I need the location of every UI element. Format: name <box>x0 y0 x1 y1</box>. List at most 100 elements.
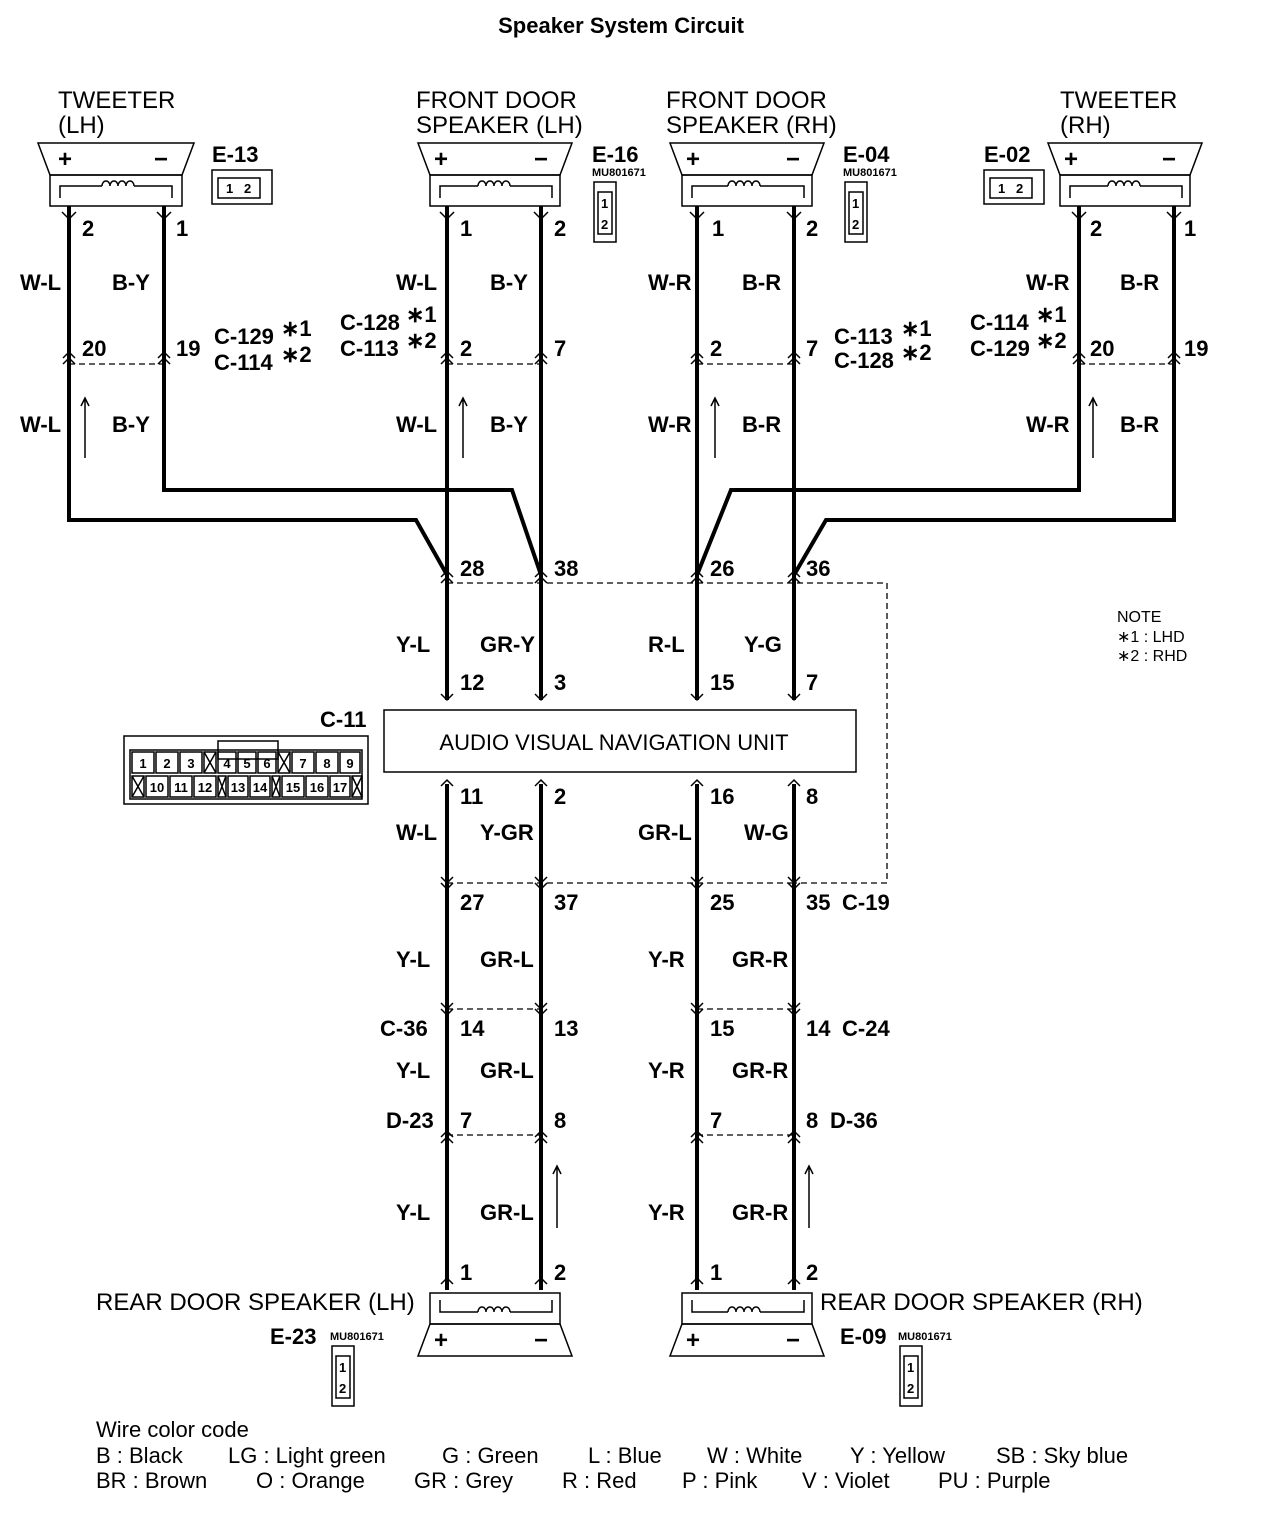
connector-label: C-129 <box>214 324 274 349</box>
tweeter-lh-label-2: (LH) <box>58 112 105 139</box>
connector-pin-number: 9 <box>346 756 353 771</box>
wire-color: GR-L <box>638 820 692 845</box>
footnote-mark: ∗1 <box>281 316 312 341</box>
connector-cell <box>193 775 217 798</box>
pin-label: 16 <box>710 784 734 809</box>
wire-color: W-G <box>744 820 789 845</box>
connector-cell <box>291 751 315 774</box>
tweeter-lh-label-1: TWEETER <box>58 87 175 114</box>
legend-entry: GR : Grey <box>414 1468 513 1493</box>
wire-color: B-Y <box>112 412 150 437</box>
wire <box>695 206 1081 576</box>
connector-outline <box>123 735 369 805</box>
connector-label: E-09 <box>840 1324 886 1349</box>
coil-icon <box>439 180 553 198</box>
wire-color: Y-R <box>648 1200 685 1225</box>
pin-label: 1 <box>1184 216 1196 241</box>
tweeter-rh-label-2: (RH) <box>1060 112 1111 139</box>
wire-color: B-Y <box>490 270 528 295</box>
connector-label: C-128 <box>340 310 400 335</box>
pin-label: 2 <box>82 216 94 241</box>
pin-label: 2 <box>806 1260 818 1285</box>
wire-color: Y-R <box>648 947 685 972</box>
pin-label: 15 <box>710 1016 734 1041</box>
connector-cell <box>257 751 277 774</box>
pin-label: 20 <box>82 336 106 361</box>
connector-pin-number: 1 <box>139 756 146 771</box>
wire-color: GR-R <box>732 947 788 972</box>
pin-label: 2 <box>1090 216 1102 241</box>
connector-marks <box>440 778 801 1285</box>
pin-label: 12 <box>460 670 484 695</box>
pin-label: 15 <box>710 670 734 695</box>
connector-pin-number: 10 <box>150 780 164 795</box>
connector-pin-number: 12 <box>198 780 212 795</box>
wire-color: Y-G <box>744 632 782 657</box>
connector-pin-number: 3 <box>187 756 194 771</box>
pin-label: 8 <box>806 784 818 809</box>
wire-color: R-L <box>648 632 685 657</box>
legend-entry: V : Violet <box>802 1468 890 1493</box>
pin-label: 14 <box>806 1016 831 1041</box>
front-door-speaker-rh: FRONT DOOR SPEAKER (RH) + − 1 2 E-04 MU8… <box>666 87 897 243</box>
rear-door-speaker-lh: 1 2 + − REAR DOOR SPEAKER (LH) E-23 MU80… <box>96 1260 574 1407</box>
wire-color: GR-L <box>480 1058 534 1083</box>
wire-color: Y-L <box>396 632 430 657</box>
pin-label: 38 <box>554 556 578 581</box>
tweeter-rh-label-1: TWEETER <box>1060 87 1177 114</box>
connector-pin-number: 2 <box>163 756 170 771</box>
speaker-cone-icon <box>416 1323 574 1357</box>
pin-label: 1 <box>460 216 472 241</box>
plus-symbol: + <box>686 146 700 173</box>
connector-pin: 2 <box>1016 181 1023 196</box>
wire-color: W-L <box>396 412 437 437</box>
connector-pin-number: 5 <box>243 756 250 771</box>
pin-label: 8 <box>554 1108 566 1133</box>
pin-label: 28 <box>460 556 484 581</box>
connector-pin: 2 <box>339 1381 346 1396</box>
wire-color: W-L <box>396 820 437 845</box>
connector-pin: 1 <box>339 1360 346 1375</box>
connector-pin: 2 <box>601 217 608 232</box>
empty-cavity-mark <box>131 775 145 798</box>
footnote-mark: ∗2 <box>901 340 932 365</box>
connector-cell <box>351 775 363 798</box>
connector-icon <box>899 1345 923 1407</box>
pin-label: 7 <box>710 1108 722 1133</box>
pin-label: 1 <box>176 216 188 241</box>
connector-label: E-02 <box>984 142 1030 167</box>
speaker-cone-icon <box>668 1323 826 1357</box>
connector-divider <box>447 582 888 884</box>
connector-label: D-36 <box>830 1108 878 1133</box>
connector-cell <box>203 751 217 774</box>
pin-label: 1 <box>710 1260 722 1285</box>
connector-face <box>903 1355 919 1399</box>
note-line: ∗1 : LHD <box>1117 629 1185 646</box>
empty-cavity-mark <box>217 775 227 798</box>
connector-inner <box>129 749 363 800</box>
wire-color: W-L <box>20 412 61 437</box>
connector-pin-number: 6 <box>263 756 270 771</box>
connector-cell <box>339 751 361 774</box>
connector-pin-number: 8 <box>323 756 330 771</box>
connector-pin-number: 16 <box>310 780 324 795</box>
empty-cavity-mark <box>351 775 363 798</box>
wire-color: B-R <box>742 270 781 295</box>
pin-label: 19 <box>176 336 200 361</box>
connector-cell <box>217 751 237 774</box>
plus-symbol: + <box>1064 146 1078 173</box>
connector-label: C-24 <box>842 1016 890 1041</box>
wire-color: GR-Y <box>480 632 535 657</box>
connector-label: E-04 <box>843 142 890 167</box>
legend-entry: PU : Purple <box>938 1468 1051 1493</box>
wire-color: W-R <box>648 412 692 437</box>
footnote-mark: ∗2 <box>281 342 312 367</box>
connector-pin: 1 <box>601 196 608 211</box>
legend-title: Wire color code <box>96 1417 249 1442</box>
connector-marks <box>61 211 1182 702</box>
connector-cell <box>131 775 145 798</box>
lower-wiring: 11 2 16 8 W-L Y-GR GR-L W-G 27 37 25 35 … <box>380 778 890 1290</box>
pin-label: 7 <box>554 336 566 361</box>
connector-cell <box>271 775 281 798</box>
